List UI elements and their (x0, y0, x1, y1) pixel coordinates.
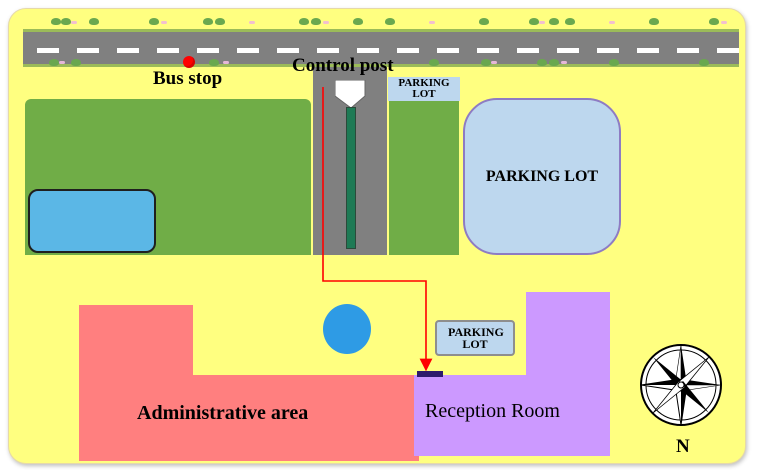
tree (609, 59, 619, 66)
tree (149, 18, 159, 25)
tree (299, 18, 309, 25)
flower (429, 21, 435, 24)
flower (71, 21, 77, 24)
tree (61, 18, 71, 25)
tree (215, 18, 225, 25)
parking-lot-small-bottom: PARKING LOT (435, 320, 515, 356)
pond (28, 189, 156, 253)
campus-map: Bus stop Control post PARKING LOT PARKIN… (8, 8, 746, 464)
lane-dash (677, 48, 699, 53)
lane-dash (157, 48, 179, 53)
bus-stop-marker (183, 56, 195, 68)
tree (649, 18, 659, 25)
tree (71, 59, 81, 66)
flower (491, 61, 497, 64)
green-strip (389, 99, 459, 255)
lane-dash (637, 48, 659, 53)
barrier-gate (346, 107, 356, 249)
lane-dash (77, 48, 99, 53)
flower (323, 21, 329, 24)
route-arrow (322, 87, 433, 372)
compass-rose-icon (640, 344, 722, 426)
lane-dash (197, 48, 219, 53)
lane-dash (517, 48, 539, 53)
tree (565, 18, 575, 25)
tree (699, 59, 709, 66)
flower (59, 61, 65, 64)
bus-stop-label: Bus stop (153, 68, 223, 89)
flower (561, 61, 567, 64)
tree (549, 18, 559, 25)
administrative-area-label: Administrative area (137, 402, 309, 424)
tree (481, 59, 491, 66)
flower (249, 21, 255, 24)
reception-entrance-marker (417, 371, 443, 377)
flower (721, 21, 727, 24)
parking-lot-large-label: PARKING LOT (485, 167, 599, 185)
lane-dash (597, 48, 619, 53)
tree (385, 18, 395, 25)
parking-lot-large: PARKING LOT (463, 98, 621, 255)
fountain (323, 304, 371, 354)
tree (353, 18, 363, 25)
lane-dash (277, 48, 299, 53)
lane-dash (237, 48, 259, 53)
tree (209, 59, 219, 66)
lane-dash (557, 48, 579, 53)
lane-dash (117, 48, 139, 53)
flower (161, 21, 167, 24)
control-post-booth (335, 80, 366, 109)
lane-dash (397, 48, 419, 53)
reception-room-shape (414, 292, 610, 456)
compass-north-label: N (676, 436, 690, 457)
tree (203, 18, 213, 25)
reception-room-label: Reception Room (425, 400, 560, 422)
tree (49, 59, 59, 66)
tree (89, 18, 99, 25)
lane-dash (437, 48, 459, 53)
main-road (23, 29, 739, 67)
tree (51, 18, 61, 25)
lane-dash (317, 48, 339, 53)
lane-dash (717, 48, 739, 53)
flower (609, 21, 615, 24)
control-post-label: Control post (292, 55, 394, 76)
parking-lot-small-bottom-label: PARKING LOT (448, 325, 504, 351)
administrative-area-shape (79, 305, 419, 461)
lane-dash (477, 48, 499, 53)
flower (223, 61, 229, 64)
tree (549, 59, 559, 66)
parking-lot-small-top: PARKING LOT (388, 77, 460, 101)
lane-dash (37, 48, 59, 53)
tree (529, 18, 539, 25)
tree (429, 59, 439, 66)
parking-lot-small-top-label: PARKING LOT (398, 77, 450, 100)
tree (479, 18, 489, 25)
tree (311, 18, 321, 25)
tree (709, 18, 719, 25)
flower (539, 21, 545, 24)
tree (537, 59, 547, 66)
lane-dash (357, 48, 379, 53)
